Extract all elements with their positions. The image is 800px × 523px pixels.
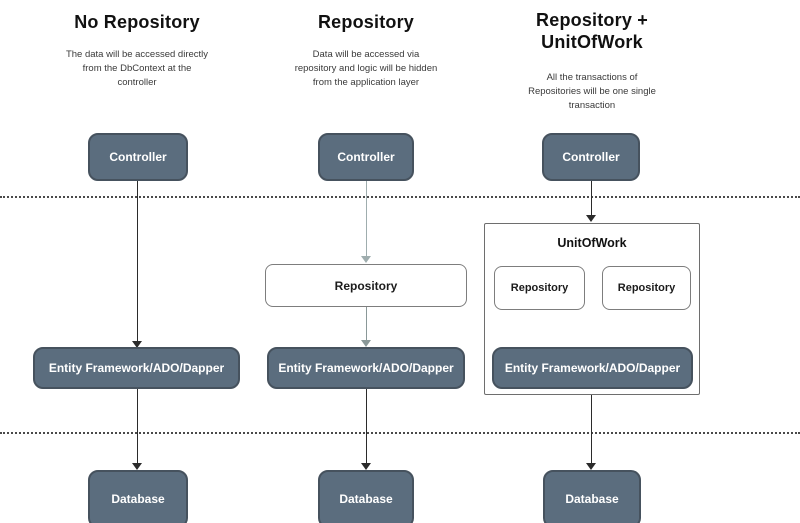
arrowhead-icon xyxy=(132,463,142,470)
column-title-repository: Repository xyxy=(317,12,415,32)
arrowhead-icon xyxy=(361,463,371,470)
node-database-col2: Database xyxy=(318,470,414,523)
arrow-line-ef-to-db-col1 xyxy=(137,389,138,463)
arrowhead-icon xyxy=(586,463,596,470)
arrow-line-ef-to-db-col2 xyxy=(366,389,367,463)
unitofwork-label: UnitOfWork xyxy=(557,236,627,250)
column-desc-no-repository: The data will be accessed directly from … xyxy=(65,49,209,88)
layer-separator-bottom xyxy=(0,432,800,434)
arrowhead-icon xyxy=(132,341,142,348)
arrow-line-controller-to-ef-col1 xyxy=(137,181,138,341)
arrowhead-icon xyxy=(361,340,371,347)
node-ef-col2: Entity Framework/ADO/Dapper xyxy=(267,347,465,389)
column-desc-repository-unitofwork: All the transactions of Repositories wil… xyxy=(528,72,656,111)
column-title-no-repository: No Repository xyxy=(74,12,200,32)
arrow-line-uow-to-db-col3 xyxy=(591,395,592,463)
node-ef-col1: Entity Framework/ADO/Dapper xyxy=(33,347,240,389)
arrow-line-controller-to-repo-col2 xyxy=(366,181,367,256)
layer-separator-top xyxy=(0,196,800,198)
column-title-repository-unitofwork: Repository + UnitOfWork xyxy=(536,10,648,52)
node-controller-col2: Controller xyxy=(318,133,414,181)
node-ef-col3: Entity Framework/ADO/Dapper xyxy=(492,347,693,389)
node-database-col1: Database xyxy=(88,470,188,523)
node-repository-col2: Repository xyxy=(265,264,467,307)
arrowhead-icon xyxy=(361,256,371,263)
node-repository-right-col3: Repository xyxy=(602,266,691,310)
arrow-line-repo-to-ef-col2 xyxy=(366,307,367,340)
arrowhead-icon xyxy=(586,215,596,222)
node-database-col3: Database xyxy=(543,470,641,523)
node-repository-left-col3: Repository xyxy=(494,266,585,310)
node-controller-col3: Controller xyxy=(542,133,640,181)
arrow-line-controller-to-uow-col3 xyxy=(591,181,592,215)
node-controller-col1: Controller xyxy=(88,133,188,181)
column-desc-repository: Data will be accessed via repository and… xyxy=(294,49,438,88)
